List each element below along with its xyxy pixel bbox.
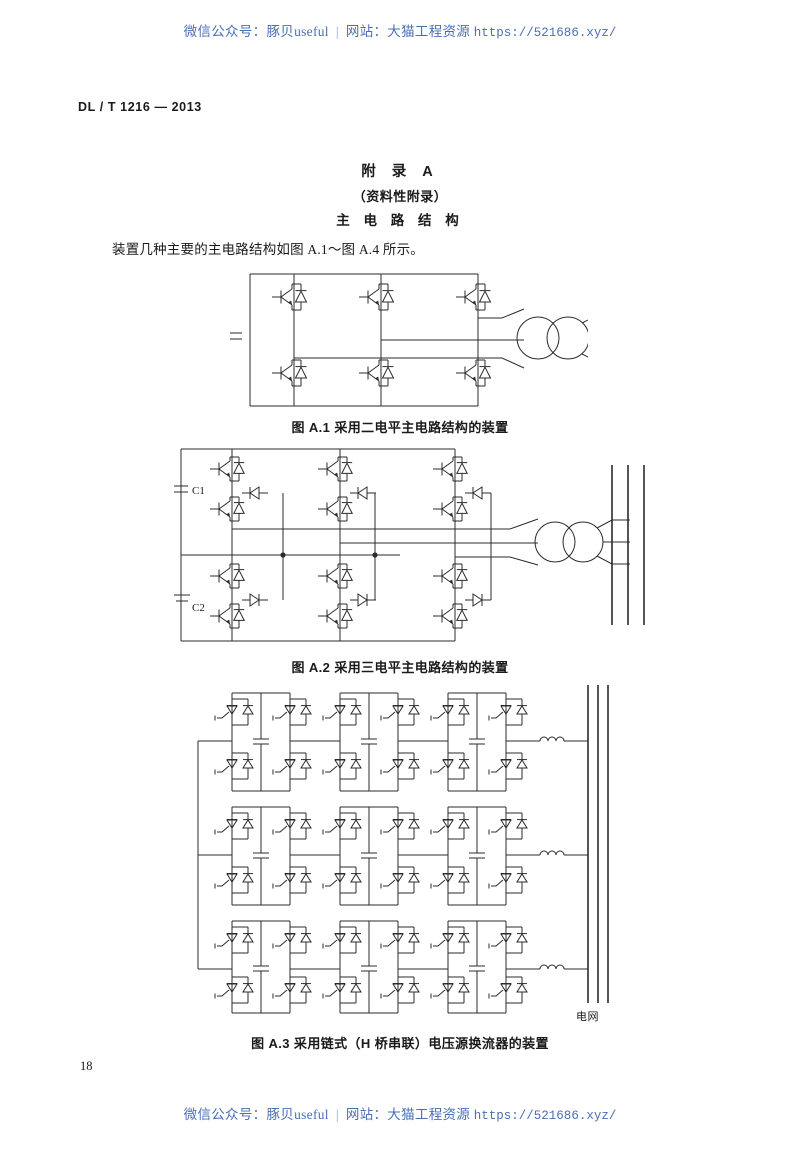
watermark-site-value: 大猫工程资源	[387, 24, 471, 39]
igbt-c2-a2	[432, 496, 468, 522]
igbt-c1-a2	[432, 456, 468, 482]
hbridge-cell-1-2-a3	[322, 692, 420, 792]
hbridge-cell-2-1-a3	[214, 806, 312, 906]
igbt-a2-a2	[209, 496, 245, 522]
lead-paragraph: 装置几种主要的主电路结构如图 A.1～图 A.4 所示。	[112, 242, 424, 257]
grid-label-a3: 电网	[576, 1011, 599, 1023]
ac-out-a-a1	[478, 308, 525, 319]
watermark-wechat-value: 豚贝useful	[266, 24, 329, 39]
capacitor-c2-label: C2	[192, 602, 205, 614]
watermark-wechat-value-bottom: 豚贝useful	[266, 1107, 329, 1122]
dc-source-symbol-a1	[230, 332, 242, 340]
igbt-a4-a2	[209, 603, 245, 629]
reactor-phase1-a3	[535, 736, 569, 742]
igbt-c4-a2	[432, 603, 468, 629]
igbt-lower-a-a1	[271, 359, 307, 387]
hbridge-cell-3-3-a3	[430, 920, 528, 1014]
figure-a2: C1 C2	[170, 445, 645, 650]
igbt-b2-a2	[317, 496, 353, 522]
watermark-site-value-bottom: 大猫工程资源	[387, 1107, 471, 1122]
dc-capacitor-c2-a2	[174, 594, 190, 602]
hbridge-cell-1-3-a3	[430, 692, 528, 792]
igbt-b4-a2	[317, 603, 353, 629]
annex-heading: 主 电 路 结 构	[336, 213, 464, 228]
figure-a1	[228, 268, 588, 413]
watermark-site-label-bottom: 网站：	[345, 1107, 388, 1122]
hbridge-cell-2-3-a3	[430, 806, 528, 906]
igbt-a3-a2	[209, 563, 245, 589]
igbt-upper-b-a1	[358, 283, 394, 311]
capacitor-c1-label: C1	[192, 485, 205, 497]
watermark-site-label: 网站：	[345, 24, 388, 39]
ac-out-c-a2	[455, 556, 539, 566]
igbt-upper-a-a1	[271, 283, 307, 311]
clamp-diode-b-upper-a2	[349, 486, 377, 500]
transformer-a2	[534, 521, 604, 563]
igbt-a1-a2	[209, 456, 245, 482]
ac-out-a-a2	[232, 518, 539, 530]
page-number: 18	[80, 1059, 93, 1073]
watermark-separator-bottom: |	[335, 1107, 339, 1122]
watermark-wechat-label: 微信公众号：	[183, 24, 267, 39]
clamp-diode-c-lower-a2	[464, 593, 492, 607]
reactor-phase2-a3	[535, 850, 569, 856]
watermark-top: 微信公众号：豚贝useful | 网站：大猫工程资源 https://521686.…	[0, 20, 800, 40]
igbt-lower-b-a1	[358, 359, 394, 387]
grid-busbars-a3	[587, 685, 609, 1003]
figure-a3-caption: 图 A.3 采用链式（H 桥串联）电压源换流器的装置	[251, 1036, 549, 1051]
clamp-diode-a-upper-a2	[241, 486, 269, 500]
annex-title: 附 录 A	[361, 164, 439, 180]
transformer-a1	[516, 316, 588, 360]
ac-out-c-a1	[294, 357, 525, 369]
hbridge-cell-1-1-a3	[214, 692, 312, 792]
sec-lead-a-a1	[581, 319, 588, 324]
igbt-b3-a2	[317, 563, 353, 589]
igbt-c3-a2	[432, 563, 468, 589]
standard-number: DL / T 1216 — 2013	[78, 100, 202, 114]
watermark-wechat-label-bottom: 微信公众号：	[183, 1107, 267, 1122]
hbridge-cell-3-2-a3	[322, 920, 420, 1014]
hbridge-cell-2-2-a3	[322, 806, 420, 906]
reactor-phase3-a3	[535, 964, 569, 970]
igbt-b1-a2	[317, 456, 353, 482]
watermark-separator: |	[335, 24, 339, 39]
figure-a2-caption: 图 A.2 采用三电平主电路结构的装置	[291, 660, 509, 675]
annex-subtitle: （资料性附录）	[352, 189, 448, 204]
igbt-upper-c-a1	[455, 283, 491, 311]
igbt-lower-c-a1	[455, 359, 491, 387]
watermark-bottom: 微信公众号：豚贝useful | 网站：大猫工程资源 https://521686.…	[0, 1103, 800, 1123]
watermark-url: https://521686.xyz/	[473, 26, 617, 40]
grid-busbars-a2	[611, 465, 645, 625]
sec-lead-c-a1	[581, 353, 588, 358]
clamp-diode-b-lower-a2	[349, 593, 377, 607]
hbridge-cell-3-1-a3	[214, 920, 312, 1014]
watermark-url-bottom: https://521686.xyz/	[473, 1109, 617, 1123]
figure-a1-caption: 图 A.1 采用二电平主电路结构的装置	[291, 420, 509, 435]
clamp-diode-a-lower-a2	[241, 593, 269, 607]
clamp-diode-c-upper-a2	[464, 486, 492, 500]
figure-a3: 电网	[190, 683, 610, 1023]
